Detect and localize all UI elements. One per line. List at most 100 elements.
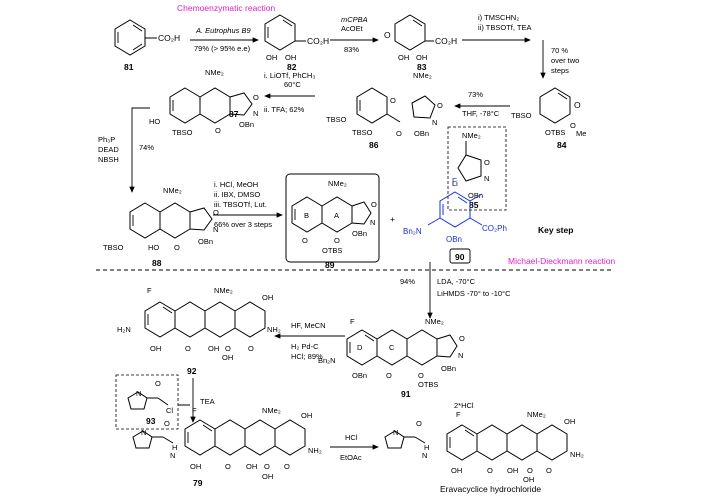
nme2-89: NMe₂ <box>328 179 347 188</box>
h-79: H <box>172 443 177 452</box>
obn-86: OBn <box>414 129 429 138</box>
epoxide-o-83: O <box>384 30 391 40</box>
oh-92b: OH <box>150 344 161 353</box>
nh2-79: NH₂ <box>308 446 322 455</box>
f-91: F <box>350 317 355 326</box>
otbs-91: OTBS <box>418 380 438 389</box>
nme2-85: NMe₂ <box>462 131 481 140</box>
cond-s6-b: DEAD <box>98 145 119 154</box>
o-final-a: O <box>487 466 493 475</box>
nme2-87: NMe₂ <box>205 68 224 77</box>
h-final: H <box>424 443 429 452</box>
label-92: 92 <box>187 366 197 376</box>
label-90: 90 <box>455 252 465 262</box>
chemoenzymatic-label: Chemoenzymatic reaction <box>177 3 276 13</box>
label-82: 82 <box>287 62 297 72</box>
cond-s3-a: i) TMSCHN₂ <box>478 13 519 22</box>
me-84: Me <box>576 129 586 138</box>
epoxide-o-84: O <box>574 100 581 110</box>
ho-88: HO <box>148 243 159 252</box>
label-89: 89 <box>325 260 335 270</box>
label-87: 87 <box>229 109 239 119</box>
cond-s7-c: iii. TBSOTf, Lut. <box>214 200 267 209</box>
tbso-84: TBSO <box>511 111 532 120</box>
box-89 <box>285 173 380 263</box>
n-79-amide: N <box>170 451 175 460</box>
label-93: 93 <box>146 416 156 426</box>
o-86-epox: O <box>390 96 396 105</box>
compound-82-structure: CO₂H OH OH <box>264 14 329 62</box>
oh-79d: OH <box>262 472 273 481</box>
n-79: N <box>141 428 146 437</box>
n-87: N <box>253 109 258 118</box>
ring-b-89: B <box>304 211 309 220</box>
n-88: N <box>213 225 218 234</box>
cond-s3-c: 70 % <box>551 46 568 55</box>
ring-d-91: D <box>357 343 363 352</box>
nme2-79: NMe₂ <box>262 406 281 415</box>
f-90: F <box>452 177 457 186</box>
nme2-86: NMe₂ <box>413 71 432 80</box>
arrow-87-88 <box>129 107 150 193</box>
compound-92-structure: F NMe₂ OH H₂N OH O OH O NH₂ OH O <box>117 286 281 362</box>
compound-85-structure: NMe₂ O N Li OBn <box>452 131 490 200</box>
compound-84-structure: O TBSO OTBS O Me <box>511 87 586 138</box>
plus-sign: + <box>390 214 395 224</box>
box-90 <box>449 248 471 264</box>
oh-92a: OH <box>262 293 273 302</box>
o-final-amide: O <box>416 419 422 428</box>
ring-c-91: C <box>389 343 395 352</box>
cond-s8-b: LDA, -70°C <box>437 277 476 286</box>
tbso-86: TBSO <box>326 115 347 124</box>
o-79b: O <box>264 462 270 471</box>
compound-83-structure: O CO₂H OH OH <box>384 14 457 62</box>
cond-s4-b: THF, -78°C <box>462 109 500 118</box>
compound-87-structure: NMe₂ O N HO TBSO O OBn <box>149 68 259 137</box>
label-79: 79 <box>193 478 203 488</box>
co2h-82: CO₂H <box>307 36 329 46</box>
o-79a: O <box>225 462 231 471</box>
co2ph-90: CO₂Ph <box>482 224 507 233</box>
salt-label: 2*HCl <box>454 401 474 410</box>
cond-s5-a: i. LiOTf, PhCH₃ <box>264 71 315 80</box>
oh-92c: OH <box>208 344 219 353</box>
obn-90: OBn <box>446 235 462 244</box>
compound-91-structure: F NMe₂ O N D C Bn₂N OBn O O OBn OTBS <box>318 317 465 389</box>
o-89: O <box>371 200 377 209</box>
cond-s1-b: 79% (> 95% e.e) <box>194 44 251 53</box>
f-92: F <box>147 286 152 295</box>
f-79: F <box>192 406 197 415</box>
cond-s6-a: Ph₃P <box>98 135 115 144</box>
otbs-84: OTBS <box>545 128 565 137</box>
nme2-88: NMe₂ <box>163 186 182 195</box>
label-83: 83 <box>417 62 427 72</box>
obn-91a: OBn <box>352 371 367 380</box>
oh-final-d: OH <box>523 475 534 484</box>
tbso-87: TBSO <box>172 128 193 137</box>
compound-86-structure: O TBSO TBSO O NMe₂ O N OBn <box>326 71 443 138</box>
cond-s8-c: LiHMDS -70° to -10°C <box>437 289 511 298</box>
compound-81-structure: CO₂H <box>114 19 180 56</box>
cond-s10: TEA <box>200 397 215 406</box>
michael-dieckmann-label: Michael-Dieckmann reaction <box>508 256 616 266</box>
oh-92d: OH <box>222 353 233 362</box>
obn-85: OBn <box>468 191 483 200</box>
oh-82a: OH <box>266 53 277 62</box>
label-81: 81 <box>124 62 134 72</box>
label-84: 84 <box>557 140 567 150</box>
n-final: N <box>393 428 398 437</box>
nme2-92: NMe₂ <box>214 286 233 295</box>
tbso-88: TBSO <box>103 243 124 252</box>
o-79-amide: O <box>164 419 170 428</box>
cond-s11-a: HCl <box>345 433 358 442</box>
obn-89: OBn <box>352 229 367 238</box>
cond-s6-c: NBSH <box>98 155 119 164</box>
nh2-92: NH₂ <box>267 325 281 334</box>
oh-79a: OH <box>301 411 312 420</box>
cond-s4-a: 73% <box>468 90 483 99</box>
cond-s11-b: EtOAc <box>340 453 362 462</box>
oh-79b: OH <box>190 462 201 471</box>
tbso-86b: TBSO <box>352 128 373 137</box>
cond-s6-d: 74% <box>139 143 154 152</box>
